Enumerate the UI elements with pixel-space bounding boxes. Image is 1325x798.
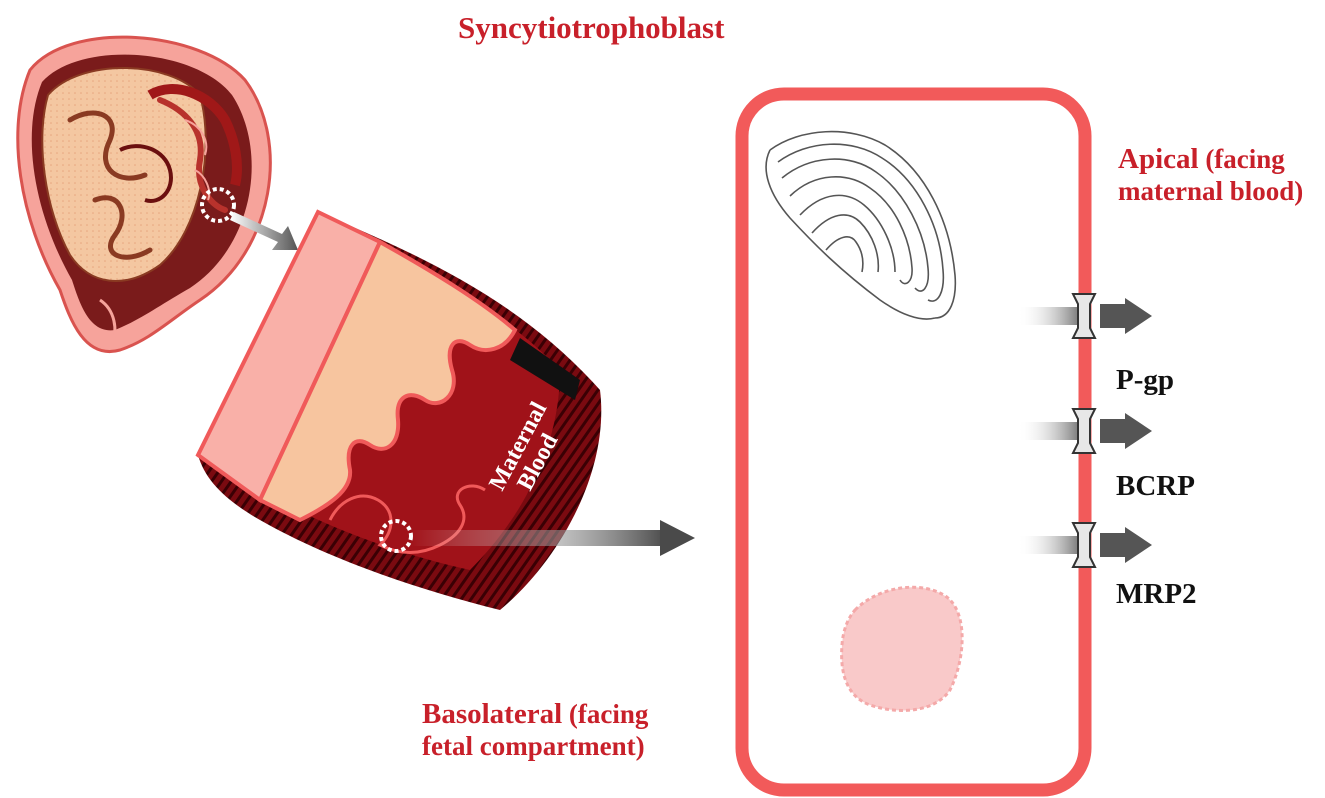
- apical-label-line2: maternal blood): [1118, 176, 1303, 206]
- basolateral-label-line2: fetal compartment): [422, 731, 645, 761]
- transporter-label-bcrp: BCRP: [1116, 470, 1195, 503]
- transporter-label-mrp2: MRP2: [1116, 578, 1197, 611]
- diagram-title: Syncytiotrophoblast: [458, 10, 724, 46]
- apical-label-bold: Apical: [1118, 143, 1199, 175]
- uterus-illustration: [18, 37, 271, 351]
- apical-label-rest: (facing: [1199, 144, 1285, 174]
- basolateral-label-bold: Basolateral: [422, 698, 562, 730]
- apical-label: Apical (facing maternal blood): [1118, 143, 1303, 207]
- transporter-label-pgp: P-gp: [1116, 364, 1174, 397]
- basolateral-label: Basolateral (facing fetal compartment): [422, 698, 648, 762]
- basolateral-label-rest: (facing: [562, 699, 648, 729]
